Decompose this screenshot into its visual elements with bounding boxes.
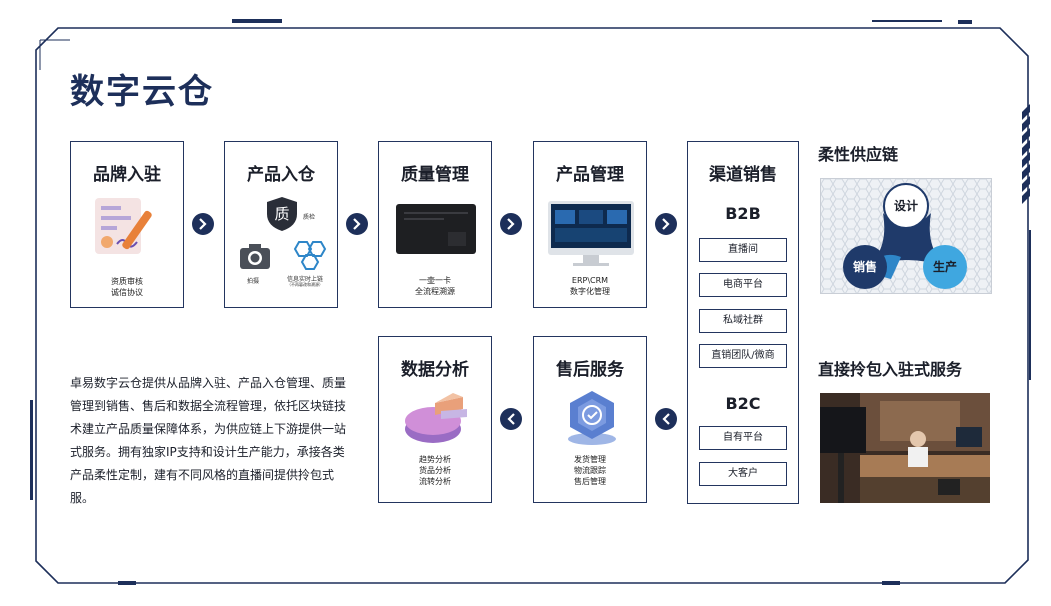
arrow-right-icon <box>192 213 214 235</box>
product-management-card: 产品管理 ERP\CRM 数字化管理 <box>533 141 647 308</box>
channel-item-key-account: 大客户 <box>699 462 787 486</box>
live-studio-photo <box>820 393 990 503</box>
trace-card-image <box>396 204 476 254</box>
caption-line: 售后管理 <box>574 477 606 486</box>
channel-sales-card: 渠道销售 B2B 直播间 电商平台 私域社群 直销团队/微商 B2C 自有平台 … <box>687 141 799 504</box>
caption-line: ERP\CRM <box>571 276 609 285</box>
badge-char: 质 <box>274 205 290 223</box>
channel-item-own-platform: 自有平台 <box>699 426 787 450</box>
node-sales: 销售 <box>843 245 887 289</box>
card-title: 售后服务 <box>556 360 624 380</box>
card-title: 数据分析 <box>401 360 469 380</box>
arrow-right-icon <box>346 213 368 235</box>
data-analysis-card: 数据分析 趋势分析 货品分析 流转分析 <box>378 336 492 503</box>
channel-item-private: 私域社群 <box>699 309 787 333</box>
caption-line: 全流程溯源 <box>415 287 455 296</box>
service-shield-icon <box>564 387 620 451</box>
caption-line: 一壶一卡 <box>419 276 451 285</box>
supply-chain-diagram: 设计 销售 生产 <box>820 178 992 294</box>
page-title: 数字云仓 <box>70 72 214 112</box>
arrow-left-icon <box>500 408 522 430</box>
card-title: 品牌入驻 <box>93 165 161 185</box>
brand-entry-card: 品牌入驻 资质审核 诚信协议 <box>70 141 184 308</box>
card-title: 质量管理 <box>401 165 469 185</box>
caption-line: 发货管理 <box>574 455 606 464</box>
caption-line: 诚信协议 <box>111 288 143 297</box>
contract-icon <box>93 194 163 264</box>
caption-line: 货品分析 <box>419 466 451 475</box>
node-design: 设计 <box>883 183 929 229</box>
arrow-right-icon <box>655 213 677 235</box>
caption-line: 物流跟踪 <box>574 466 606 475</box>
arrow-right-icon <box>500 213 522 235</box>
channel-item-ecommerce: 电商平台 <box>699 273 787 297</box>
quality-badge-icon: 质 <box>265 196 299 232</box>
card-title: 产品管理 <box>556 165 624 185</box>
channel-item-direct: 直销团队/微商 <box>699 344 787 368</box>
chain-sublabel: （不再篡改和溯源） <box>287 282 323 287</box>
description-text: 卓易数字云仓提供从品牌入驻、产品入仓管理、质量管理到销售、售后和数据全流程管理，… <box>70 376 347 505</box>
channel-item-live: 直播间 <box>699 238 787 262</box>
b2b-label: B2B <box>725 204 761 223</box>
caption-line: 数字化管理 <box>570 287 610 296</box>
card-title: 渠道销售 <box>709 165 777 185</box>
blockchain-icon <box>287 238 327 278</box>
camera-icon <box>239 242 271 274</box>
chain-label: 信息实时上链 <box>287 276 324 283</box>
badge-label: 质检 <box>303 214 316 221</box>
pie-chart-icon <box>401 389 473 453</box>
monitor-dashboard-image <box>547 200 635 272</box>
b2c-label: B2C <box>725 394 761 413</box>
arrow-left-icon <box>655 408 677 430</box>
caption-line: 趋势分析 <box>419 455 451 464</box>
camera-label: 拍摄 <box>247 278 260 285</box>
product-warehousing-card: 产品入仓 质 质检 拍摄 信息实时上链 （不再篡改和溯源） <box>224 141 338 308</box>
flexible-supply-heading: 柔性供应链 <box>818 145 899 164</box>
node-production: 生产 <box>923 245 967 289</box>
after-sales-card: 售后服务 发货管理 物流跟踪 售后管理 <box>533 336 647 503</box>
live-service-heading: 直接拎包入驻式服务 <box>818 360 963 379</box>
quality-management-card: 质量管理 一壶一卡 全流程溯源 <box>378 141 492 308</box>
caption-line: 流转分析 <box>419 477 451 486</box>
caption-line: 资质审核 <box>111 277 143 286</box>
card-title: 产品入仓 <box>247 165 315 185</box>
